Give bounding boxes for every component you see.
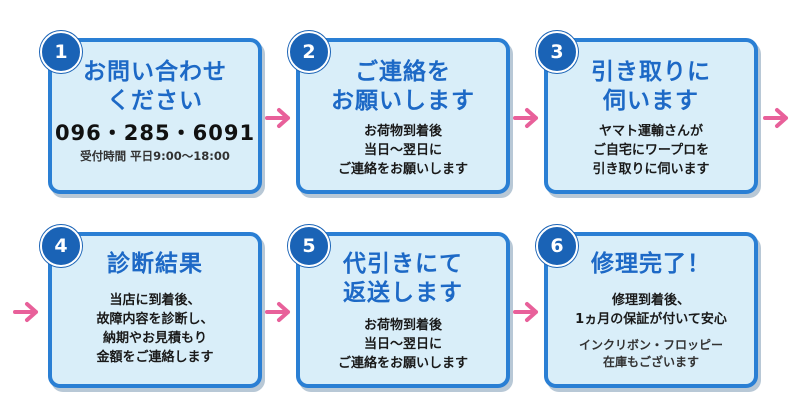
step-4-badge: 4: [40, 225, 82, 267]
step-2-title-line-1: ご連絡を: [355, 59, 451, 85]
step-2-body-line-3: ご連絡をお願いします: [337, 162, 468, 177]
arrow-right-icon: [512, 300, 540, 324]
step-5-title-line-1: 代引きにて: [343, 251, 463, 277]
step-4-body-line-2: 故障内容を診断し、: [96, 312, 214, 327]
step-5-badge: 5: [288, 225, 330, 267]
step-6-body-line-2: 1ヵ月の保証が付いて安心: [575, 312, 727, 327]
step-2-card: ご連絡を お願いします お荷物到着後 当日〜翌日に ご連絡をお願いします: [296, 38, 510, 194]
step-1-card: お問い合わせ ください 096・285・6091 受付時間 平日9:00〜18:…: [48, 38, 262, 194]
step-5-body-line-2: 当日〜翌日に: [363, 337, 442, 352]
business-hours: 受付時間 平日9:00〜18:00: [80, 149, 230, 163]
step-5-card: 代引きにて 返送します お荷物到着後 当日〜翌日に ご連絡をお願いします: [296, 232, 510, 388]
arrow-right-icon: [264, 300, 292, 324]
step-6-body-line-1: 修理到着後、: [611, 293, 690, 308]
step-6-card: 修理完了！ 修理到着後、 1ヵ月の保証が付いて安心 インクリボン・フロッピー 在…: [544, 232, 758, 388]
step-1-title-line-1: お問い合わせ: [83, 59, 227, 85]
step-5-title-line-2: 返送します: [343, 280, 463, 306]
step-4-body-line-3: 納期やお見積もり: [102, 331, 207, 346]
step-4-card: 診断結果 当店に到着後、 故障内容を診断し、 納期やお見積もり 金額をご連絡しま…: [48, 232, 262, 388]
step-2-title-line-2: お願いします: [331, 88, 475, 114]
phone-number[interactable]: 096・285・6091: [54, 121, 256, 145]
step-2-badge: 2: [288, 31, 330, 73]
step-3-card: 引き取りに 伺います ヤマト運輸さんが ご自宅にワープロを 引き取りに伺います: [544, 38, 758, 194]
step-5-body-line-1: お荷物到着後: [363, 318, 442, 333]
step-6-badge: 6: [536, 225, 578, 267]
step-1-title-line-2: ください: [107, 88, 203, 114]
step-6-title-line-1: 修理完了！: [591, 251, 711, 277]
step-1-badge: 1: [40, 31, 82, 73]
step-3-title-line-1: 引き取りに: [591, 59, 711, 85]
step-2-body-line-1: お荷物到着後: [363, 124, 442, 139]
arrow-right-icon: [264, 106, 292, 130]
step-3-body-line-2: ご自宅にワープロを: [592, 143, 710, 158]
step-3-title-line-2: 伺います: [603, 88, 699, 114]
arrow-right-icon: [12, 300, 40, 324]
step-3-body-line-1: ヤマト運輸さんが: [598, 124, 703, 139]
step-6-note-line-1: インクリボン・フロッピー: [578, 338, 723, 352]
arrow-right-icon: [762, 106, 790, 130]
step-3-body-line-3: 引き取りに伺います: [592, 162, 710, 177]
step-5-body-line-3: ご連絡をお願いします: [337, 356, 468, 371]
step-6-note-line-2: 在庫もございます: [602, 355, 699, 369]
arrow-right-icon: [512, 106, 540, 130]
step-3-badge: 3: [536, 31, 578, 73]
step-2-body-line-2: 当日〜翌日に: [363, 143, 442, 158]
step-4-body-line-1: 当店に到着後、: [109, 293, 201, 308]
step-4-title-line-1: 診断結果: [107, 251, 203, 277]
step-4-body-line-4: 金額をご連絡します: [96, 350, 214, 365]
